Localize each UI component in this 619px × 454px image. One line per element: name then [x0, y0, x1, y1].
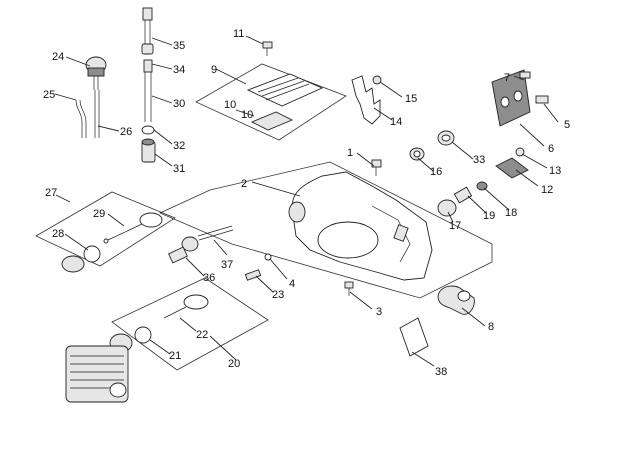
- guide-plate-part: [246, 73, 324, 131]
- pin-23-part: [244, 269, 262, 281]
- callout-32: 32: [173, 140, 185, 152]
- callout-26: 26: [120, 126, 132, 138]
- fuel-filter-part: [85, 56, 107, 90]
- cap-assembly-20-part: [109, 294, 209, 353]
- bracket-part: [495, 147, 529, 179]
- callout-19: 19: [483, 210, 495, 222]
- pin-4-part: [264, 253, 272, 261]
- callout-31: 31: [173, 163, 185, 175]
- bolt-1-part: [371, 159, 382, 176]
- callout-8: 8: [488, 321, 494, 333]
- group-panel-20: [111, 277, 269, 371]
- callout-36: 36: [203, 272, 215, 284]
- callout-9: 9: [211, 64, 217, 76]
- leader-lines: [54, 35, 559, 367]
- callout-13: 13: [549, 165, 561, 177]
- callout-38: 38: [435, 366, 447, 378]
- callout-6: 6: [548, 143, 554, 155]
- hose-sleeve-part: [399, 317, 429, 357]
- callout-10a: 10: [224, 99, 236, 111]
- chain-guide-plate-part: [491, 69, 549, 127]
- callout-25: 25: [43, 89, 55, 101]
- adapter-37-part: [197, 225, 234, 241]
- callout-29: 29: [93, 208, 105, 220]
- cap-assembly-27-part: [61, 212, 163, 273]
- callout-15: 15: [405, 93, 417, 105]
- callout-20: 20: [228, 358, 240, 370]
- oil-tube-stack-part: [141, 7, 156, 163]
- callout-17: 17: [449, 220, 461, 232]
- callout-labels: 1 2 3 4 5 6 7 8 9 10 10 11 12 13 14 15 1…: [43, 28, 570, 378]
- callout-30: 30: [173, 98, 185, 110]
- callout-28: 28: [52, 228, 64, 240]
- callout-11: 11: [233, 28, 244, 40]
- chain-catcher-part: [351, 75, 382, 125]
- callout-12: 12: [541, 184, 553, 196]
- group-panel-27: [35, 191, 176, 267]
- callout-23: 23: [272, 289, 284, 301]
- callout-1: 1: [347, 147, 353, 159]
- callout-37: 37: [221, 259, 233, 271]
- callout-33: 33: [473, 154, 485, 166]
- callout-7: 7: [504, 72, 510, 84]
- crankcase-part: [288, 171, 433, 281]
- return-hose-part: [94, 90, 100, 138]
- elbow-part: [437, 285, 475, 315]
- callout-10b: 10: [241, 109, 253, 121]
- callout-34: 34: [173, 64, 185, 76]
- callout-24: 24: [52, 51, 64, 63]
- callout-27: 27: [45, 187, 57, 199]
- callout-3: 3: [376, 306, 382, 318]
- callout-35: 35: [173, 40, 185, 52]
- callout-14: 14: [390, 116, 402, 128]
- callout-4: 4: [289, 278, 295, 290]
- callout-5: 5: [564, 119, 570, 131]
- group-panel-2: [159, 161, 493, 299]
- screw-11-part: [262, 41, 273, 56]
- callout-16: 16: [430, 166, 442, 178]
- oil-pump-fitting-part: [437, 181, 488, 217]
- callout-2: 2: [241, 178, 247, 190]
- cylinder-part: [65, 345, 129, 403]
- screw-3-part: [344, 281, 354, 296]
- group-panel-9: [195, 63, 347, 141]
- callout-21: 21: [169, 350, 181, 362]
- callout-18: 18: [505, 207, 517, 219]
- callout-22: 22: [196, 329, 208, 341]
- fuel-hose-part: [75, 99, 87, 138]
- grommet-33-part: [437, 130, 455, 146]
- grommet-16-part: [409, 147, 425, 161]
- adapter-36-part: [168, 236, 199, 264]
